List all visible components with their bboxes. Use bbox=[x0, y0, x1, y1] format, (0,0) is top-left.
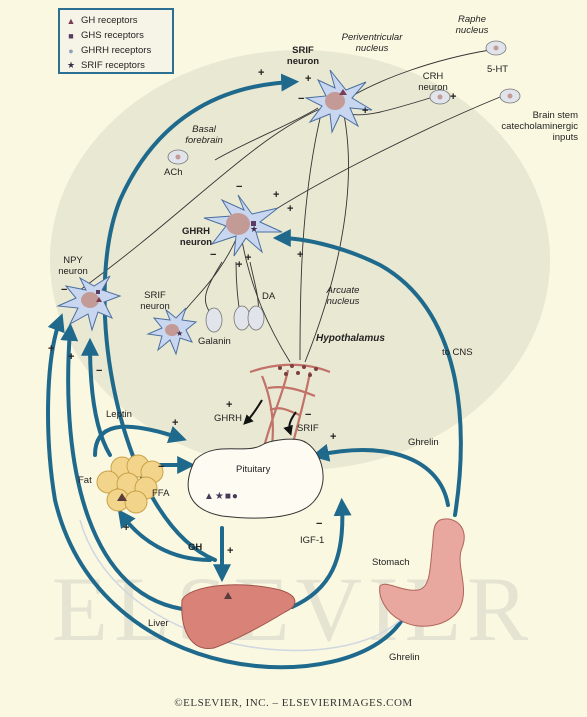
legend-label: GHS receptors bbox=[81, 30, 144, 41]
label-srif-neuron-small: SRIF neuron bbox=[135, 290, 175, 312]
sign-plus: + bbox=[273, 190, 279, 201]
label-ach: ACh bbox=[164, 167, 182, 178]
legend-row-ghs: ■ GHS receptors bbox=[65, 28, 167, 43]
svg-text:★: ★ bbox=[250, 224, 258, 234]
legend-label: GHRH receptors bbox=[81, 45, 151, 56]
label-crh-neuron: CRH neuron bbox=[413, 71, 453, 93]
label-ghrelin-bottom: Ghrelin bbox=[389, 652, 420, 663]
label-galanin: Galanin bbox=[198, 336, 231, 347]
sign-plus: + bbox=[245, 253, 251, 264]
sign-minus: − bbox=[316, 519, 322, 530]
legend-row-ghrh: ● GHRH receptors bbox=[65, 43, 167, 58]
label-leptin: Leptin bbox=[106, 409, 132, 420]
sign-plus: + bbox=[287, 204, 293, 215]
label-srif-neuron-top: SRIF neuron bbox=[283, 45, 323, 67]
da-cell-2 bbox=[248, 306, 264, 330]
sign-plus: + bbox=[258, 68, 264, 79]
label-igf1: IGF-1 bbox=[300, 535, 324, 546]
sign-plus: + bbox=[305, 74, 311, 85]
sign-plus: + bbox=[297, 250, 303, 261]
label-stomach: Stomach bbox=[372, 557, 410, 568]
sign-minus: − bbox=[158, 462, 164, 473]
circle-icon: ● bbox=[65, 46, 77, 56]
sign-plus: + bbox=[450, 92, 456, 103]
sign-minus: − bbox=[298, 94, 304, 105]
label-ghrh-neuron: GHRH neuron bbox=[176, 226, 216, 248]
triangle-icon: ▲ bbox=[65, 16, 77, 26]
receptor-legend: ▲ GH receptors ■ GHS receptors ● GHRH recep… bbox=[58, 8, 174, 74]
star-icon: ★ bbox=[65, 60, 77, 71]
svg-text:★: ★ bbox=[176, 329, 183, 338]
legend-row-srif: ★ SRIF receptors bbox=[65, 58, 167, 73]
label-fat: Fat bbox=[78, 475, 92, 486]
label-5ht: 5-HT bbox=[487, 64, 508, 75]
galanin-cell bbox=[206, 308, 222, 332]
label-srif: SRIF bbox=[297, 423, 319, 434]
label-ffa: FFA bbox=[152, 488, 169, 499]
label-da: DA bbox=[262, 291, 275, 302]
label-liver: Liver bbox=[148, 618, 169, 629]
label-pituitary: Pituitary bbox=[236, 464, 270, 475]
label-periventricular-nucleus: Periventricular nucleus bbox=[332, 32, 412, 54]
pituitary-receptor-symbols: ▲★■● bbox=[204, 491, 239, 502]
sign-plus: + bbox=[48, 344, 54, 355]
label-ghrelin-right: Ghrelin bbox=[408, 437, 439, 448]
sign-minus: − bbox=[210, 250, 216, 261]
sign-plus: + bbox=[227, 546, 233, 557]
label-raphe-nucleus: Raphe nucleus bbox=[447, 14, 497, 36]
sign-plus: + bbox=[236, 260, 242, 271]
sign-plus: + bbox=[172, 418, 178, 429]
sign-plus: + bbox=[226, 400, 232, 411]
sign-plus: + bbox=[330, 432, 336, 443]
legend-row-gh: ▲ GH receptors bbox=[65, 13, 167, 28]
label-brain-stem: Brain stem catecholaminergic inputs bbox=[478, 110, 578, 143]
sign-minus: − bbox=[61, 285, 67, 296]
legend-label: GH receptors bbox=[81, 15, 138, 26]
fat-tissue bbox=[97, 455, 163, 513]
sign-minus: − bbox=[236, 182, 242, 193]
label-to-cns: to CNS bbox=[442, 347, 473, 358]
sign-plus: + bbox=[123, 523, 129, 534]
sign-plus: + bbox=[362, 106, 368, 117]
legend-label: SRIF receptors bbox=[81, 60, 145, 71]
label-npy-neuron: NPY neuron bbox=[54, 255, 92, 277]
copyright-footer: ©ELSEVIER, INC. – ELSEVIERIMAGES.COM bbox=[0, 697, 587, 709]
label-basal-forebrain: Basal forebrain bbox=[180, 124, 228, 146]
label-hypothalamus: Hypothalamus bbox=[316, 333, 385, 344]
square-icon: ■ bbox=[65, 31, 77, 41]
sign-plus: + bbox=[68, 352, 74, 363]
sign-minus: − bbox=[305, 410, 311, 421]
label-ghrh: GHRH bbox=[214, 413, 242, 424]
sign-minus: − bbox=[96, 366, 102, 377]
label-arcuate-nucleus: Arcuate nucleus bbox=[318, 285, 368, 307]
label-gh: GH bbox=[188, 542, 202, 553]
